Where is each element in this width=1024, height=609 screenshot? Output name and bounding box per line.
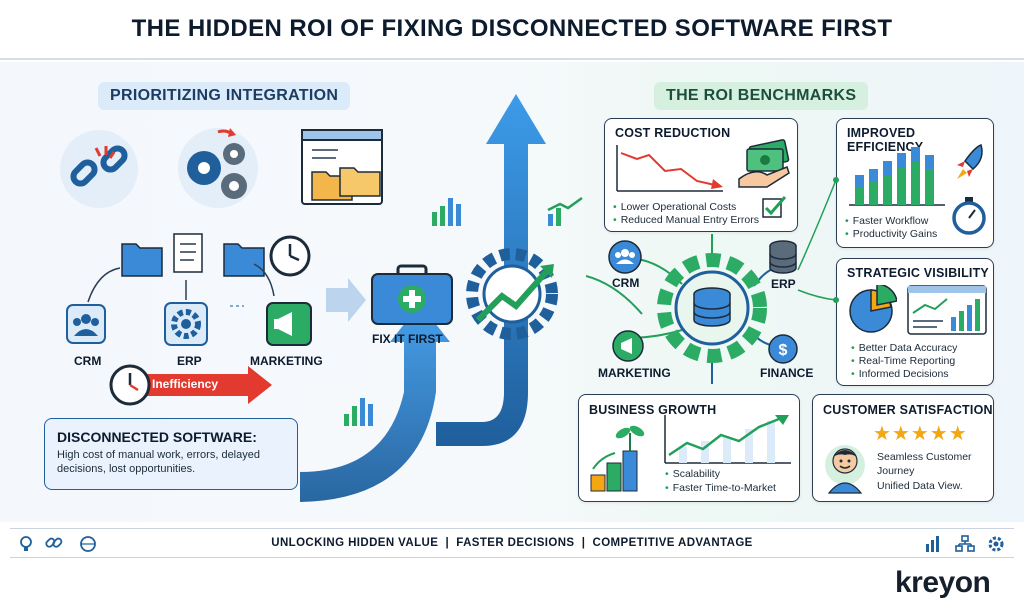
- bar-chart-icon: [926, 536, 939, 552]
- text-line: Journey: [877, 464, 915, 477]
- card-title: STRATEGIC VISIBILITY: [847, 266, 989, 280]
- bullet: Reduced Manual Entry Errors: [613, 214, 759, 226]
- text-line: Unified Data View.: [877, 480, 963, 493]
- checkbox-icon: [762, 196, 787, 218]
- pie-chart-icon: [849, 285, 897, 333]
- disconnected-description: High cost of manual work, errors, delaye…: [57, 449, 260, 475]
- customer-satisfaction-text: Seamless Customer Journey Unified Data V…: [877, 451, 972, 494]
- folders-icon: [301, 129, 383, 205]
- bullet: Informed Decisions: [851, 368, 949, 380]
- bullet: Lower Operational Costs: [613, 201, 737, 213]
- node-label-crm: CRM: [74, 354, 102, 368]
- card-improved-efficiency: IMPROVED EFFICIENCY Faster Workflow Prod…: [836, 118, 994, 248]
- footer-bar: UNLOCKING HIDDEN VALUE | FASTER DECISION…: [10, 528, 1014, 558]
- gears-icon: [178, 128, 258, 208]
- card-customer-satisfaction: CUSTOMER SATISFACTION ★★★★★ Seamless Cus…: [812, 394, 994, 502]
- disconnected-title: DISCONNECTED SOFTWARE:: [57, 429, 257, 445]
- crm-people-icon: [66, 304, 106, 344]
- growth-line-chart-icon: [664, 415, 791, 464]
- bullet: Productivity Gains: [845, 228, 938, 240]
- brand-logo: kreyon: [895, 566, 991, 599]
- growth-blocks-icon: [590, 425, 645, 492]
- link-icon: [45, 537, 63, 548]
- footer-left-icons: [20, 536, 96, 552]
- fix-it-first-label: FIX IT FIRST: [372, 332, 443, 346]
- bullet: Better Data Accuracy: [851, 342, 958, 354]
- disconnected-software-box: DISCONNECTED SOFTWARE: High cost of manu…: [44, 418, 298, 490]
- hub-finance-icon: $: [768, 334, 798, 364]
- text-line: Seamless Customer: [877, 451, 972, 463]
- hub-erp-database-icon: [769, 240, 797, 274]
- card-title: COST REDUCTION: [615, 126, 731, 140]
- flow-arrows: [87, 263, 275, 307]
- broken-link-icon: [60, 130, 138, 208]
- hub-crm-icon: [608, 240, 642, 274]
- bullet: Scalability: [665, 468, 720, 480]
- hub-label-finance: FINANCE: [760, 366, 814, 380]
- globe-icon: [80, 536, 96, 552]
- org-chart-icon: [955, 535, 975, 552]
- lightbulb-icon: [20, 536, 32, 551]
- node-label-erp: ERP: [177, 354, 202, 368]
- svg-text:$: $: [779, 342, 788, 359]
- erp-gear-icon: [164, 302, 208, 346]
- footer-tagline: UNLOCKING HIDDEN VALUE | FASTER DECISION…: [271, 537, 753, 549]
- first-aid-kit-icon: [371, 264, 453, 325]
- card-title: IMPROVED EFFICIENCY: [847, 126, 924, 154]
- inefficiency-label: Inefficiency: [152, 377, 219, 391]
- efficiency-bar-chart-icon: [849, 147, 945, 206]
- bullet: Faster Workflow: [845, 215, 929, 227]
- node-label-marketing: MARKETING: [250, 354, 323, 368]
- hub-label-erp: ERP: [771, 277, 796, 291]
- card-connectors: [797, 177, 839, 303]
- smiley-customer-icon: [825, 445, 865, 494]
- hub-marketing-icon: [612, 330, 644, 362]
- section-heading-roi: THE ROI BENCHMARKS: [654, 82, 869, 110]
- growth-arrow: [300, 94, 546, 502]
- section-heading-integration: PRIORITIZING INTEGRATION: [98, 82, 351, 110]
- dashboard-icon: [907, 285, 987, 335]
- hub-label-crm: CRM: [612, 276, 640, 290]
- bullet: Real-Time Reporting: [851, 355, 955, 367]
- card-title: BUSINESS GROWTH: [589, 403, 717, 417]
- footer-right-icons: [926, 535, 1004, 552]
- money-icon: [738, 139, 790, 188]
- card-title: CUSTOMER SATISFACTION: [823, 403, 993, 417]
- gear-icon: [988, 536, 1004, 552]
- rating-stars: ★★★★★: [873, 423, 968, 445]
- stopwatch-icon: [952, 197, 986, 235]
- card-business-growth: BUSINESS GROWTH Scalability Faster Time-…: [578, 394, 800, 502]
- integration-hub: [586, 234, 787, 384]
- title-bar: THE HIDDEN ROI OF FIXING DISCONNECTED SO…: [0, 0, 1024, 60]
- bullet: Faster Time-to-Market: [665, 482, 776, 494]
- document-flow-icons: [121, 233, 265, 277]
- card-cost-reduction: COST REDUCTION Lower Operational Costs R…: [604, 118, 798, 232]
- clock-icon: [269, 235, 311, 277]
- rocket-icon: [957, 144, 983, 179]
- hub-label-marketing: MARKETING: [598, 366, 671, 380]
- card-strategic-visibility: STRATEGIC VISIBILITY Better Data Accurac…: [836, 258, 994, 386]
- inefficiency-arrow: [109, 364, 272, 406]
- marketing-megaphone-icon: [266, 302, 312, 346]
- page-title: THE HIDDEN ROI OF FIXING DISCONNECTED SO…: [131, 15, 893, 42]
- declining-chart-icon: [616, 145, 723, 192]
- mini-trend-icon: [547, 196, 583, 226]
- gear-trend-icon: [466, 248, 558, 340]
